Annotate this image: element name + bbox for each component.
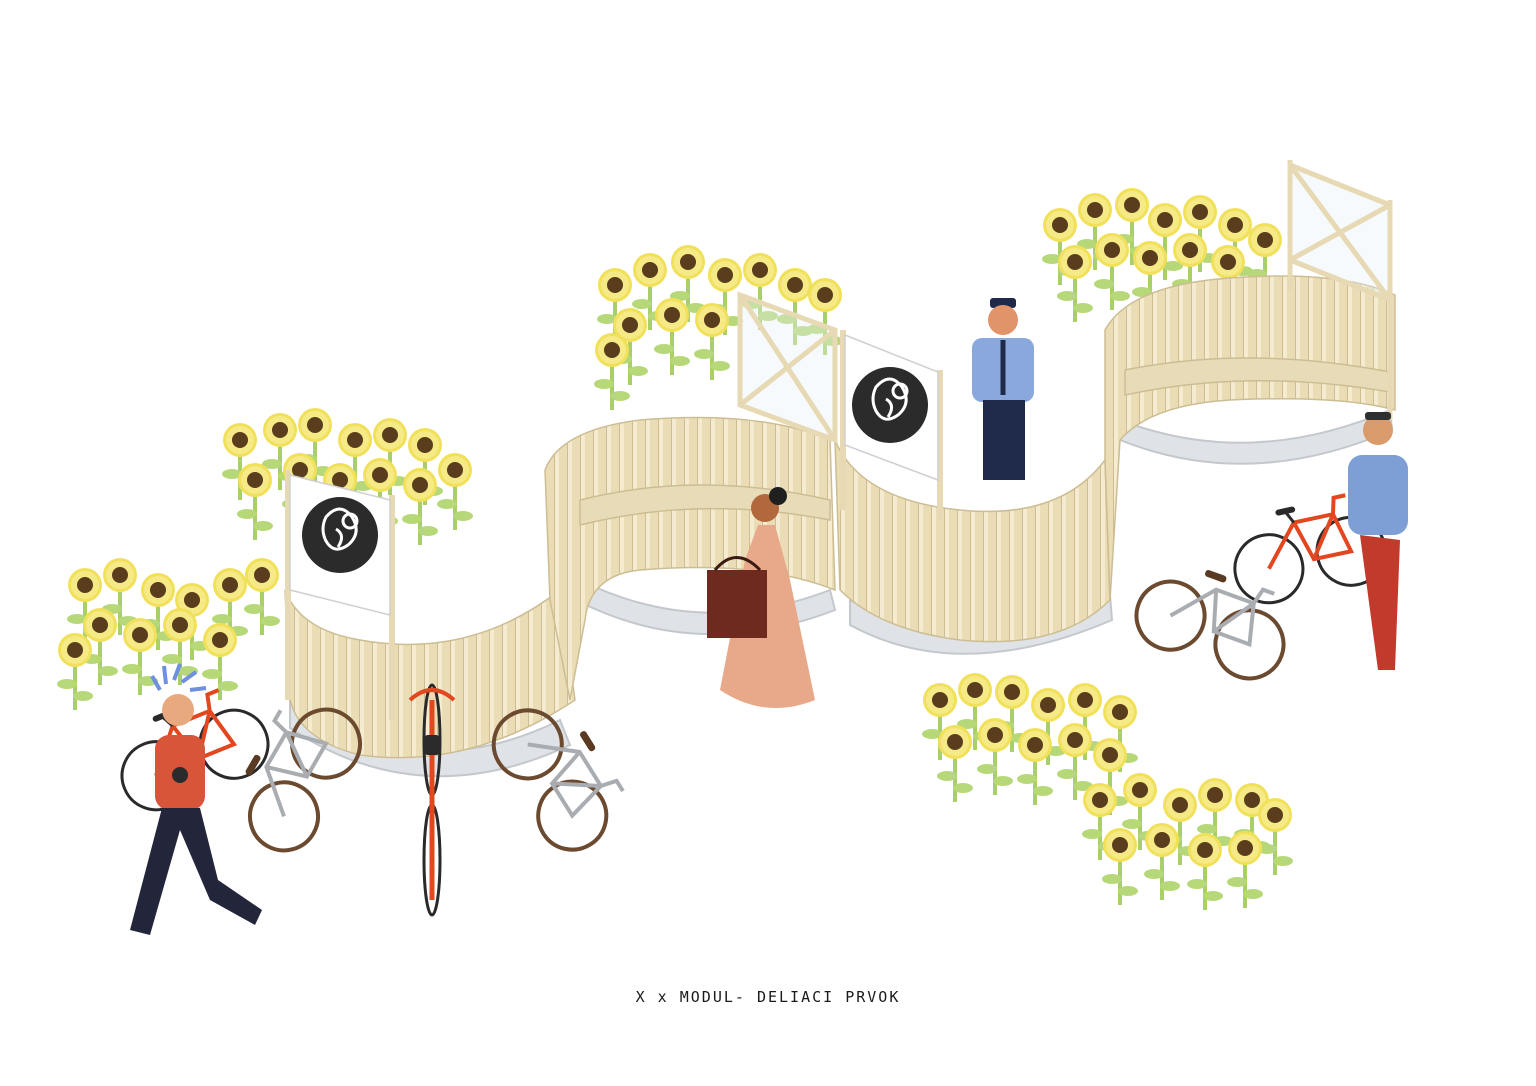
wall-segment-1 [284, 588, 576, 759]
sign-panel-center [840, 330, 943, 520]
person-punk [130, 663, 262, 935]
bicycle-orange-front [408, 683, 456, 917]
figure-caption: X x MODUL- DELIACI PRVOK [635, 988, 901, 1006]
person-man-phone [1348, 412, 1408, 670]
slatted-wall [284, 275, 1396, 759]
bicycle-silver-right [1124, 549, 1303, 690]
fetus-logo-icon [850, 365, 930, 445]
person-police-officer [972, 298, 1034, 480]
wall-segment-3 [834, 439, 1111, 643]
glass-panel-right [1287, 160, 1393, 420]
fetus-logo-icon [300, 495, 380, 575]
glass-panel-center [737, 291, 838, 444]
sunflower-cluster-left [55, 556, 282, 712]
person-woman-bag [707, 487, 815, 708]
sunflower-cluster-front-right [920, 671, 1295, 912]
wall-segment-4 [1104, 275, 1396, 601]
sign-panel-left [285, 470, 395, 720]
